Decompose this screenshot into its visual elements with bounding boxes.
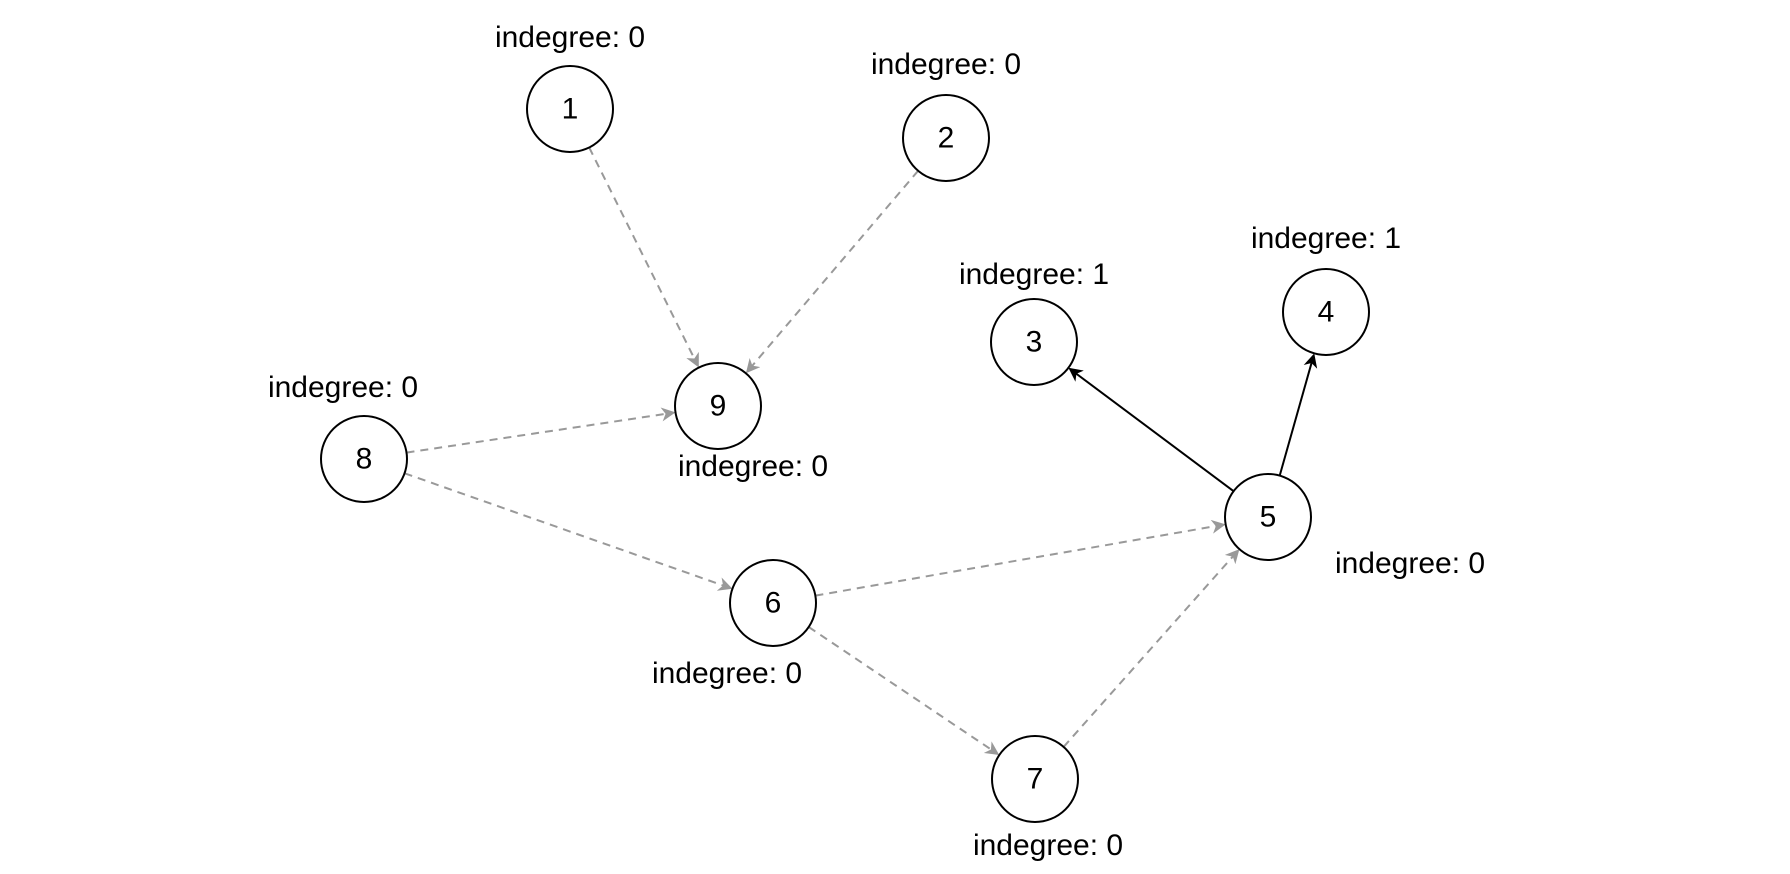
node-1-indegree: indegree: 0 [495,21,645,54]
node-1-circle [526,65,614,153]
node-8[interactable]: 8 indegree: 0 [268,371,418,503]
edge-6-to-7 [808,626,1000,756]
node-6-circle [729,559,817,647]
node-1[interactable]: 1 indegree: 0 [495,21,645,153]
node-9[interactable]: 9 indegree: 0 [674,362,828,483]
node-5-circle [1224,473,1312,561]
edges-layer [404,147,1318,756]
node-7[interactable]: 7 indegree: 0 [973,735,1123,862]
node-8-circle [320,415,408,503]
edge-2-to-9 [745,170,919,374]
node-2-indegree: indegree: 0 [871,48,1021,81]
nodes-layer: 1 indegree: 0 2 indegree: 0 3 indegree: … [268,21,1485,862]
node-4[interactable]: 4 indegree: 1 [1251,222,1401,356]
node-4-label: 4 [1318,296,1335,329]
node-9-label: 9 [710,390,727,423]
edge-6-to-5 [815,519,1226,597]
node-9-indegree: indegree: 0 [678,450,828,483]
node-7-label: 7 [1027,763,1044,796]
node-2-label: 2 [938,122,955,155]
edge-8-to-6 [404,472,733,591]
node-3-indegree: indegree: 1 [959,258,1109,291]
edge-1-to-9 [588,147,699,368]
node-9-circle [674,362,762,450]
node-2[interactable]: 2 indegree: 0 [871,48,1021,182]
node-5[interactable]: 5 indegree: 0 [1224,473,1485,580]
node-7-indegree: indegree: 0 [973,829,1123,862]
node-6-label: 6 [765,587,782,620]
edge-8-to-9 [406,407,676,454]
node-3-circle [990,298,1078,386]
node-3-label: 3 [1026,326,1043,359]
node-6-indegree: indegree: 0 [652,657,802,690]
node-8-indegree: indegree: 0 [268,371,418,404]
node-5-indegree: indegree: 0 [1335,547,1485,580]
edge-5-to-4 [1278,353,1318,476]
node-2-circle [902,94,990,182]
node-8-label: 8 [356,443,373,476]
node-3[interactable]: 3 indegree: 1 [959,258,1109,386]
edge-5-to-3 [1068,367,1235,493]
node-7-circle [991,735,1079,823]
node-6[interactable]: 6 indegree: 0 [652,559,817,690]
node-1-label: 1 [562,93,579,126]
node-4-indegree: indegree: 1 [1251,222,1401,255]
edge-7-to-5 [1062,549,1240,748]
node-4-circle [1282,268,1370,356]
node-5-label: 5 [1260,501,1277,534]
